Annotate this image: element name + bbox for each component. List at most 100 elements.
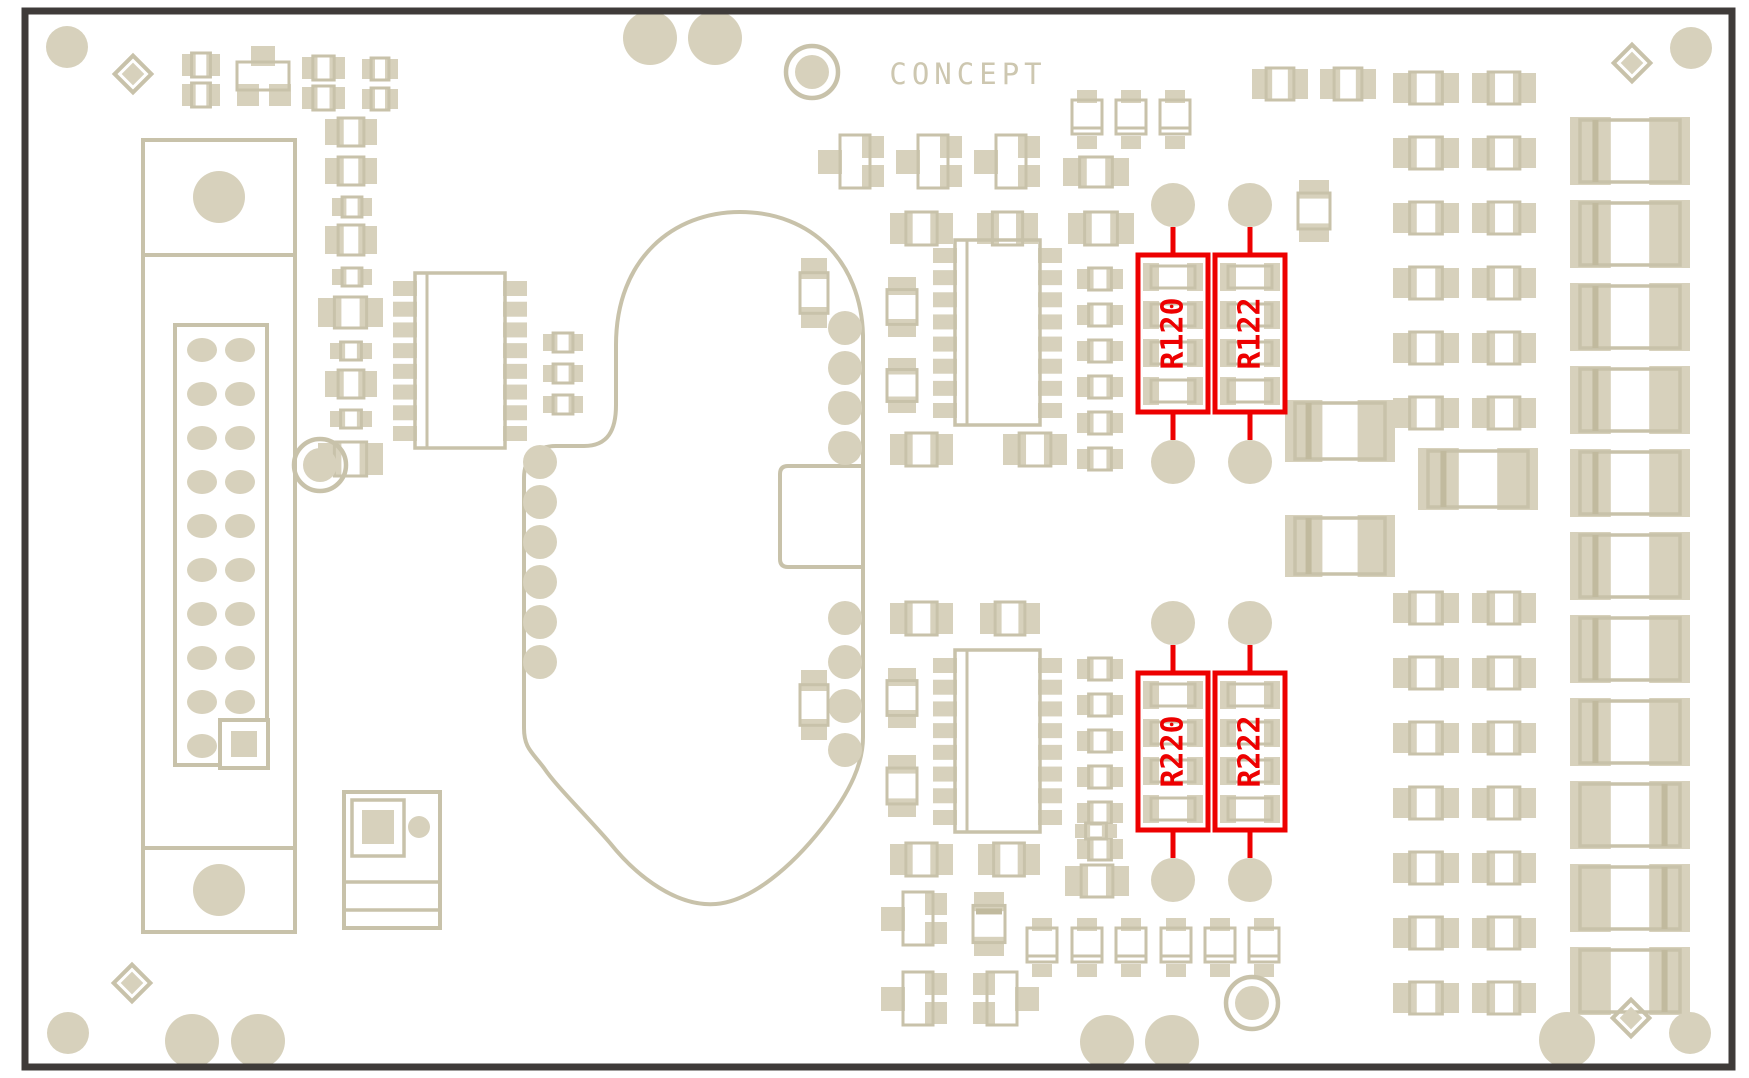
chip-footprint: [890, 841, 953, 878]
capacitor-footprint: [1570, 200, 1690, 268]
chip-footprint: [302, 84, 345, 112]
silkscreen-layer: [46, 11, 1712, 1069]
capacitor-footprint: [1570, 864, 1690, 932]
component-ref-label: R222: [1233, 715, 1268, 787]
chip-footprint: [1393, 720, 1459, 756]
chip-footprint: [1003, 431, 1067, 468]
highlight-box[interactable]: [1135, 670, 1211, 833]
chip-footprint: [332, 266, 372, 288]
soic16-ic-footprint: [933, 238, 1062, 427]
fiducial-diamond: [111, 52, 155, 96]
chip-footprint: [1393, 265, 1459, 301]
highlight-box[interactable]: [1212, 252, 1288, 415]
sot23-footprint: [818, 133, 884, 190]
chip-footprint: [332, 195, 372, 219]
chip-footprint: [1472, 330, 1536, 366]
chip-footprint: [1065, 863, 1129, 899]
chip-footprint: [1077, 728, 1123, 754]
capacitor-footprint: [1570, 117, 1690, 185]
sot23-footprint: [973, 970, 1039, 1027]
highlight-R120[interactable]: R120: [1135, 183, 1211, 484]
chip-footprint: [1393, 590, 1459, 626]
diode-footprint: [1070, 918, 1104, 977]
through-hole-pad: [231, 1014, 285, 1068]
chip-footprint: [1393, 915, 1459, 951]
diode-footprint: [1070, 90, 1104, 149]
chip-footprint: [1472, 655, 1536, 691]
chip-footprint: [1296, 180, 1332, 242]
chip-footprint: [1393, 330, 1459, 366]
chip-footprint: [890, 431, 953, 468]
chip-footprint: [1472, 720, 1536, 756]
chip-footprint: [885, 277, 919, 337]
chip-footprint: [980, 600, 1040, 637]
relay-module-outline: [522, 209, 865, 907]
diode-footprint: [1247, 918, 1281, 977]
capacitor-footprint: [1570, 449, 1690, 517]
chip-footprint: [885, 358, 919, 413]
soic16-ic-footprint: [933, 648, 1062, 834]
through-hole-pad: [165, 1014, 219, 1068]
chip-footprint: [798, 670, 830, 740]
chip-footprint: [885, 755, 919, 817]
highlight-R220[interactable]: R220: [1135, 601, 1211, 902]
sot23-footprint: [974, 133, 1040, 190]
chip-footprint: [1068, 210, 1134, 247]
idc-connector-footprint: [141, 138, 297, 934]
component-ref-label: R220: [1156, 715, 1191, 787]
via-ring: [1223, 974, 1281, 1032]
mounting-hole: [1669, 1012, 1711, 1054]
chip-footprint: [890, 600, 953, 637]
capacitor-footprint: [1418, 448, 1538, 510]
chip-footprint: [1472, 850, 1536, 886]
through-hole-pad: [1080, 1015, 1134, 1069]
capacitor-footprint: [1570, 366, 1690, 434]
sot23-footprint: [235, 46, 291, 106]
chip-footprint: [1393, 135, 1459, 171]
capacitor-footprint: [1570, 698, 1690, 766]
chip-footprint: [1077, 266, 1123, 292]
chip-footprint: [543, 331, 583, 354]
highlight-R222[interactable]: R222: [1212, 601, 1288, 902]
board-outline: [21, 7, 1736, 1071]
capacitor-footprint: [1570, 781, 1690, 849]
chip-footprint: [1393, 850, 1459, 886]
capacitor-footprint: [1570, 947, 1690, 1015]
chip-footprint: [1393, 395, 1459, 431]
capacitor-footprint: [1570, 532, 1690, 600]
chip-footprint: [325, 155, 377, 187]
chip-footprint: [302, 54, 345, 82]
chip-footprint: [1077, 656, 1123, 682]
sot23-footprint: [881, 970, 947, 1027]
chip-footprint: [330, 340, 372, 362]
diode-footprint: [1203, 918, 1237, 977]
chip-footprint: [1472, 395, 1536, 431]
chip-footprint: [1472, 915, 1536, 951]
chip-footprint: [1393, 785, 1459, 821]
chip-footprint: [1472, 980, 1536, 1016]
chip-footprint: [1077, 374, 1123, 400]
highlight-box[interactable]: [1212, 670, 1288, 833]
capacitor-footprint: [1285, 400, 1395, 462]
capacitor-footprint: [1285, 515, 1395, 577]
through-hole-pad: [1539, 1012, 1595, 1068]
chip-footprint: [325, 116, 377, 148]
chip-footprint: [330, 408, 372, 430]
mounting-hole: [46, 26, 88, 68]
chip-footprint: [1077, 446, 1123, 472]
mounting-hole: [1670, 27, 1712, 69]
chip-footprint: [1393, 70, 1459, 106]
chip-footprint: [1393, 200, 1459, 236]
chip-footprint: [1077, 692, 1123, 718]
via-ring: [783, 43, 841, 101]
highlight-R122[interactable]: R122: [1212, 183, 1288, 484]
fiducial-diamond: [1609, 996, 1653, 1040]
mounting-hole: [47, 1012, 89, 1054]
chip-footprint: [798, 258, 830, 328]
chip-footprint: [182, 51, 220, 79]
chip-footprint: [1472, 265, 1536, 301]
highlight-box[interactable]: [1135, 252, 1211, 415]
chip-footprint: [543, 362, 583, 385]
chip-footprint: [325, 223, 377, 257]
